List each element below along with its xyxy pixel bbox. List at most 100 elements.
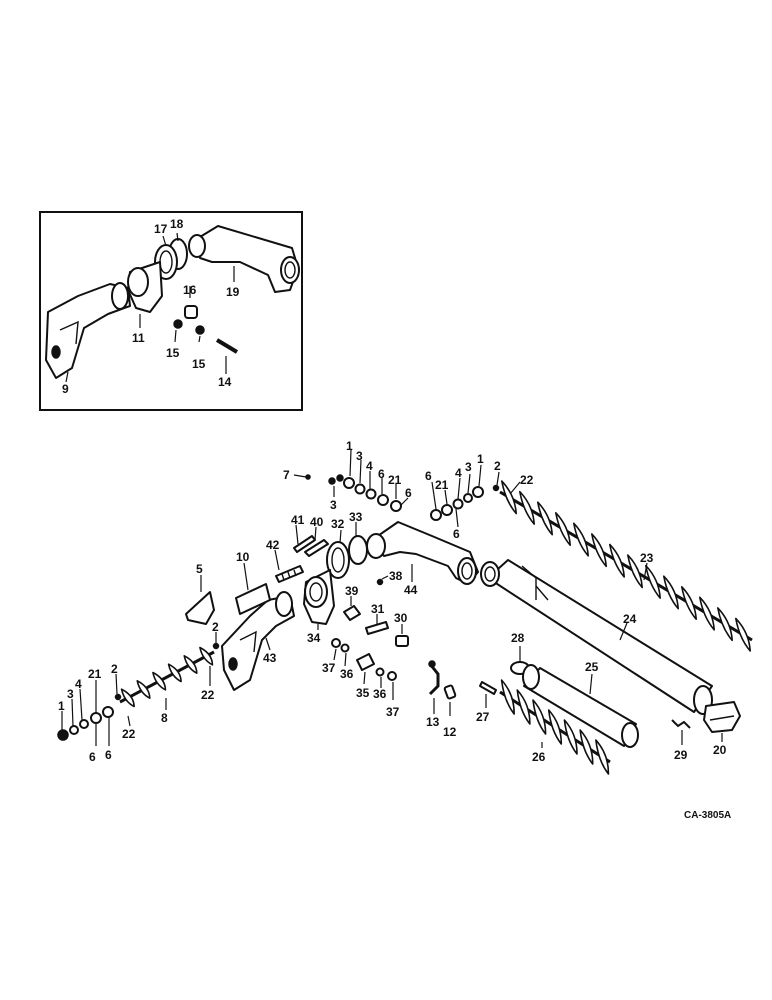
callout-6-top-left-a: 6 <box>378 467 385 481</box>
callout-6-lower-left-a: 6 <box>89 750 96 764</box>
pin-31 <box>365 621 389 635</box>
hardware-cluster-top-right <box>430 484 500 521</box>
screw-38 <box>376 578 384 586</box>
auger26-flight <box>516 689 531 725</box>
callout-6-top-right-lower: 6 <box>453 527 460 541</box>
callout-15b: 15 <box>192 357 206 371</box>
cover-20 <box>703 701 741 733</box>
auger23-flight <box>699 596 715 631</box>
auger23-flight <box>501 480 517 515</box>
auger23-flight <box>555 511 571 547</box>
callout-22-mid: 22 <box>201 688 215 702</box>
auger23-flight <box>609 543 625 578</box>
callout-43: 43 <box>263 651 277 665</box>
callout-38: 38 <box>389 569 403 583</box>
auger23-flight <box>573 522 589 557</box>
inset-bushing-15b <box>195 325 205 335</box>
auger23-flight <box>681 585 697 621</box>
callout-2-mid: 2 <box>212 620 219 634</box>
auger8-shaft <box>119 650 215 704</box>
callout-6-top-right: 6 <box>425 469 432 483</box>
callout-4-lower-left: 4 <box>75 677 82 691</box>
hardware-cluster-lower-left <box>57 693 122 741</box>
auger26-flight <box>595 739 610 775</box>
auger26-flight <box>579 729 594 765</box>
callout-34: 34 <box>307 631 321 645</box>
callout-1-lower-left: 1 <box>58 699 65 713</box>
callout-30: 30 <box>394 611 408 625</box>
inset-detail: 17 18 19 16 11 9 15 15 14 <box>39 211 303 411</box>
cover-5 <box>185 591 215 625</box>
callout-44: 44 <box>404 583 418 597</box>
ring-32 <box>326 541 350 579</box>
callout-22-top-right: 22 <box>520 473 534 487</box>
callout-1-top-right: 1 <box>477 452 484 466</box>
callout-24: 24 <box>623 612 637 626</box>
auger23-flight <box>735 617 751 652</box>
inset-housing-9 <box>45 282 131 379</box>
rod-13 <box>428 663 440 696</box>
callout-28: 28 <box>511 631 525 645</box>
spring-29 <box>671 719 691 729</box>
callout-9: 9 <box>62 382 69 396</box>
auger8-flight <box>183 655 198 674</box>
auger-8 <box>119 646 215 708</box>
callout-2-top-right: 2 <box>494 459 501 473</box>
inset-bushing-15a <box>173 319 183 329</box>
callout-20: 20 <box>713 743 727 757</box>
auger8-flight <box>136 680 151 699</box>
callout-23: 23 <box>640 551 654 565</box>
callout-4-top-left: 4 <box>366 459 373 473</box>
hardware-cluster-top-left <box>305 474 402 512</box>
callout-7: 7 <box>283 468 290 482</box>
pin-12 <box>443 684 457 700</box>
callout-12: 12 <box>443 725 457 739</box>
callout-5: 5 <box>196 562 203 576</box>
callout-33: 33 <box>349 510 363 524</box>
callout-37a: 37 <box>322 661 336 675</box>
callout-32: 32 <box>331 517 345 531</box>
tube-25 <box>522 664 639 748</box>
auger23-flight <box>591 533 607 568</box>
callout-31: 31 <box>371 602 385 616</box>
pin-2-mid <box>212 642 220 650</box>
callout-3-lower-left: 3 <box>67 687 74 701</box>
tube-24 <box>480 559 713 715</box>
shield-10 <box>235 583 271 615</box>
bushing-36b <box>375 667 385 677</box>
auger23-flight <box>519 490 535 525</box>
callout-22-lower-left: 22 <box>122 727 136 741</box>
auger-23 <box>499 480 753 652</box>
callout-40: 40 <box>310 515 324 529</box>
callout-3-top-left: 3 <box>356 449 363 463</box>
callout-36b: 36 <box>373 687 387 701</box>
auger-26 <box>499 679 611 775</box>
callout-6-top-left-b: 6 <box>405 486 412 500</box>
auger26-flight <box>547 709 563 745</box>
auger23-flight <box>717 607 733 642</box>
auger26-flight <box>532 699 547 735</box>
auger26-flight <box>500 679 515 715</box>
callout-4-top-right: 4 <box>455 466 462 480</box>
callout-21-top-right: 21 <box>435 478 449 492</box>
callout-17: 17 <box>154 222 168 236</box>
callout-19: 19 <box>226 285 240 299</box>
callout-29: 29 <box>674 748 688 762</box>
callout-14: 14 <box>218 375 232 389</box>
inset-frame <box>39 211 303 411</box>
callout-3-top-left-lower: 3 <box>330 498 337 512</box>
inset-housing-19 <box>188 225 300 293</box>
callout-37b: 37 <box>386 705 400 719</box>
figure-code: CA-3805A <box>684 810 731 821</box>
callout-42: 42 <box>266 538 280 552</box>
ring-33 <box>348 535 368 565</box>
housing-43 <box>221 591 295 691</box>
auger8-flight <box>199 646 214 666</box>
callout-1-top-left: 1 <box>346 439 353 453</box>
callout-6-lower-left-b: 6 <box>105 748 112 762</box>
nut-39 <box>343 605 361 621</box>
callout-26: 26 <box>532 750 546 764</box>
auger23-flight <box>537 501 553 536</box>
callout-13: 13 <box>426 715 440 729</box>
